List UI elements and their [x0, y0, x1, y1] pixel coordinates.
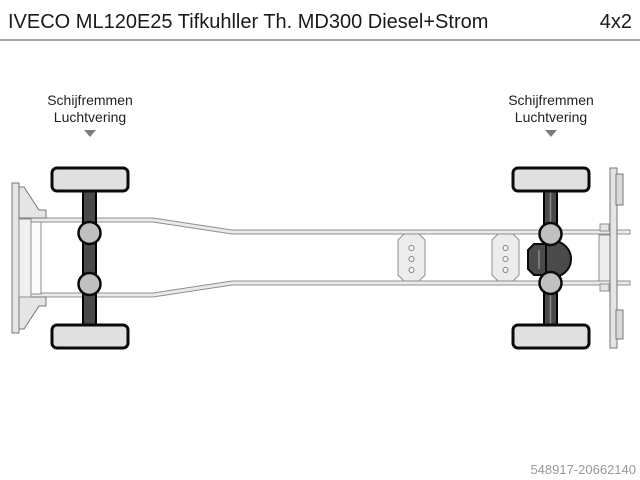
front-tire-left [50, 166, 130, 193]
front-bumper [11, 182, 47, 334]
page-title: IVECO ML120E25 Tifkuhller Th. MD300 Dies… [8, 11, 489, 33]
front-axle-label-line1: Schijfremmen [47, 92, 133, 108]
front-tire-right [50, 323, 130, 350]
rear-axle [511, 166, 591, 350]
rear-air-bellow-right [538, 270, 563, 296]
front-axle-label-line2: Luchtvering [53, 109, 127, 125]
rear-frame-end [598, 167, 624, 349]
front-axle-label: Schijfremmen Luchtvering [10, 92, 170, 137]
drive-config-badge: 4x2 [599, 11, 632, 33]
title-bar: IVECO ML120E25 Tifkuhller Th. MD300 Dies… [0, 0, 640, 41]
front-axle [50, 166, 130, 350]
rear-air-bellow-left [538, 221, 563, 247]
front-air-bellow-right [77, 271, 102, 297]
rear-tire-left [511, 166, 591, 193]
rear-axle-label-line1: Schijfremmen [508, 92, 594, 108]
differential-input [527, 243, 547, 276]
front-air-bellow-left [77, 220, 102, 246]
rear-axle-label-line2: Luchtvering [514, 109, 588, 125]
rear-axle-label: Schijfremmen Luchtvering [471, 92, 631, 137]
crossmember-1 [397, 233, 426, 282]
image-id: 548917-20662140 [530, 462, 636, 477]
down-arrow-icon [84, 130, 96, 137]
frame-rails [19, 217, 631, 298]
rear-tire-right [511, 323, 591, 350]
crossmember-2 [491, 233, 520, 282]
down-arrow-icon [545, 130, 557, 137]
